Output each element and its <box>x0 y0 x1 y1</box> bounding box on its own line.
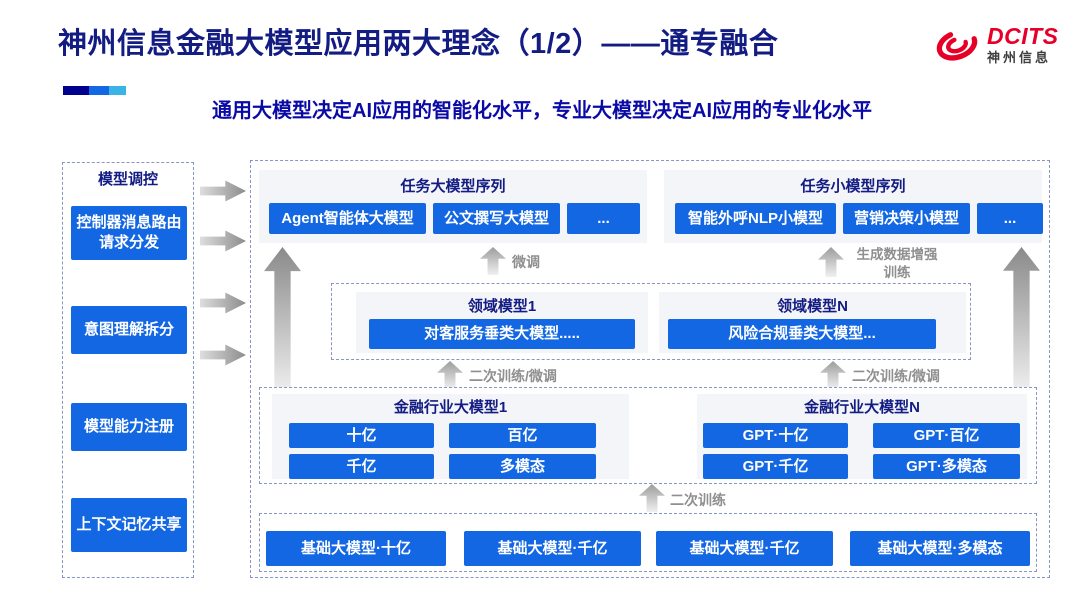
billion-model-box: 十亿 <box>289 423 434 448</box>
up-arrow-icon <box>818 247 844 277</box>
deco-cyan-segment <box>109 86 126 95</box>
retrain-finetune-right-label: 二次训练/微调 <box>852 368 940 384</box>
task-large-model-panel: 任务大模型序列 Agent智能体大模型 公文撰写大模型 ... <box>259 170 647 243</box>
model-control-sidebar: 模型调控 控制器消息路由请求分发 意图理解拆分 模型能力注册 上下文记忆共享 <box>62 162 194 578</box>
up-arrow-icon <box>820 361 846 389</box>
gpt-hundred-billion-model-box: GPT·千亿 <box>703 454 848 479</box>
fine-tune-label: 微调 <box>512 254 540 270</box>
retrain-finetune-left-label: 二次训练/微调 <box>469 368 557 384</box>
marketing-decision-model-box: 营销决策小模型 <box>843 203 970 234</box>
retrain-label: 二次训练 <box>670 492 726 508</box>
right-arrow-icon <box>200 230 246 252</box>
task-large-model-title: 任务大模型序列 <box>400 178 506 195</box>
more-small-models-box: ... <box>977 203 1043 234</box>
industry-model-n-title: 金融行业大模型N <box>804 399 920 416</box>
base-model-billion-box: 基础大模型·十亿 <box>266 531 446 566</box>
up-arrow-icon <box>437 361 463 389</box>
up-arrow-icon <box>1003 247 1040 387</box>
domain-model-container: 领域模型1 对客服务垂类大模型..... 领域模型N 风险合规垂类大模型... <box>331 283 971 360</box>
sidebar-item-intent: 意图理解拆分 <box>71 306 187 354</box>
domain-model-n-title: 领域模型N <box>777 298 848 315</box>
deco-navy-segment <box>63 86 89 95</box>
up-arrow-icon <box>639 484 665 512</box>
up-arrow-icon <box>480 247 506 275</box>
task-small-model-panel: 任务小模型序列 智能外呼NLP小模型 营销决策小模型 ... <box>664 170 1043 243</box>
industry-model-1-panel: 金融行业大模型1 十亿 百亿 千亿 多模态 <box>272 394 629 479</box>
gpt-billion-model-box: GPT·十亿 <box>703 423 848 448</box>
more-large-models-box: ... <box>567 203 640 234</box>
sidebar-item-router: 控制器消息路由请求分发 <box>71 206 187 260</box>
customer-service-model-box: 对客服务垂类大模型..... <box>369 319 635 349</box>
industry-model-n-panel: 金融行业大模型N GPT·十亿 GPT·百亿 GPT·千亿 GPT·多模态 <box>697 394 1027 479</box>
industry-model-1-title: 金融行业大模型1 <box>393 399 508 416</box>
multimodal-model-box: 多模态 <box>449 454 596 479</box>
right-arrow-icon <box>200 180 246 202</box>
company-logo: DCITS 神州信息 <box>933 24 1059 66</box>
domain-model-1-panel: 领域模型1 对客服务垂类大模型..... <box>356 292 648 353</box>
ten-billion-model-box: 百亿 <box>449 423 596 448</box>
base-model-multimodal-box: 基础大模型·多模态 <box>850 531 1030 566</box>
domain-model-n-panel: 领域模型N 风险合规垂类大模型... <box>659 292 966 353</box>
gen-data-train-label: 生成数据增强 训练 <box>856 247 938 280</box>
base-model-hundred-billion-box-2: 基础大模型·千亿 <box>656 531 833 566</box>
page-title: 神州信息金融大模型应用两大理念（1/2）——通专融合 <box>58 28 779 60</box>
right-arrow-icon <box>200 344 246 366</box>
logo-brand-text: DCITS <box>987 23 1059 49</box>
sidebar-title: 模型调控 <box>97 171 158 188</box>
gpt-multimodal-model-box: GPT·多模态 <box>873 454 1020 479</box>
right-arrow-icon <box>200 292 246 314</box>
sidebar-item-context: 上下文记忆共享 <box>71 498 187 552</box>
logo-brand-cn-text: 神州信息 <box>987 50 1052 66</box>
deco-blue-segment <box>89 86 109 95</box>
task-small-model-title: 任务小模型序列 <box>800 178 906 195</box>
base-model-hundred-billion-box-1: 基础大模型·千亿 <box>464 531 641 566</box>
gpt-ten-billion-model-box: GPT·百亿 <box>873 423 1020 448</box>
slide-subtitle: 通用大模型决定AI应用的智能化水平，专业大模型决定AI应用的专业化水平 <box>212 100 872 122</box>
nlp-callout-model-box: 智能外呼NLP小模型 <box>675 203 836 234</box>
risk-compliance-model-box: 风险合规垂类大模型... <box>668 319 936 349</box>
title-decoration-bar <box>63 86 126 95</box>
main-diagram-container: 任务大模型序列 Agent智能体大模型 公文撰写大模型 ... 任务小模型序列 … <box>250 160 1050 578</box>
agent-model-box: Agent智能体大模型 <box>269 203 426 234</box>
up-arrow-icon <box>264 247 301 389</box>
industry-model-container: 金融行业大模型1 十亿 百亿 千亿 多模态 金融行业大模型N GPT·十亿 GP… <box>259 387 1037 484</box>
hundred-billion-model-box: 千亿 <box>289 454 434 479</box>
sidebar-item-register: 模型能力注册 <box>71 403 187 451</box>
document-writing-model-box: 公文撰写大模型 <box>433 203 560 234</box>
domain-model-1-title: 领域模型1 <box>467 298 537 315</box>
dcits-swirl-icon <box>936 29 978 61</box>
base-model-container: 基础大模型·十亿 基础大模型·千亿 基础大模型·千亿 基础大模型·多模态 <box>259 513 1037 572</box>
